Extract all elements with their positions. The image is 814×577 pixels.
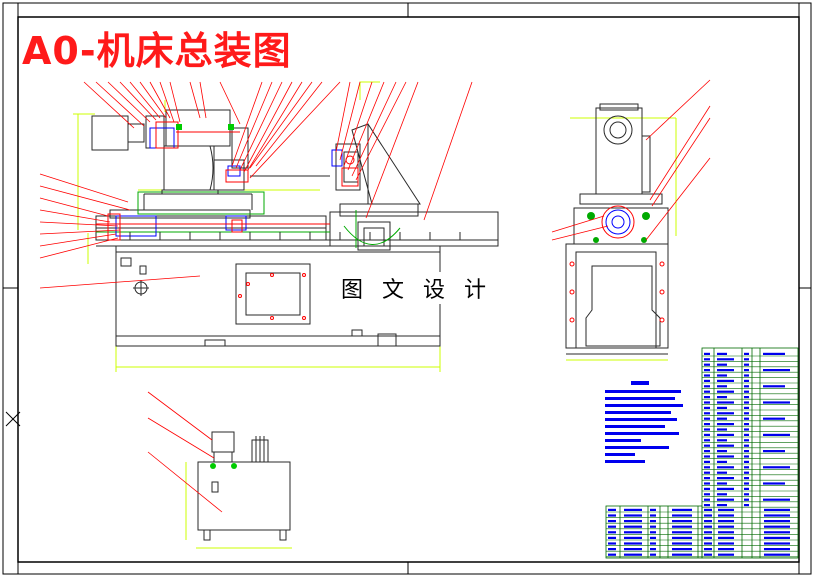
watermark-text: 图 文 设 计 [339, 272, 494, 304]
parts-list-rows [606, 352, 798, 558]
front-view-leaders [39, 81, 473, 289]
side-view [551, 79, 711, 361]
hydraulic-unit [147, 391, 292, 549]
drawing-title: A0-机床总装图 [22, 29, 292, 73]
technical-notes [605, 381, 683, 463]
front-view [73, 81, 499, 372]
